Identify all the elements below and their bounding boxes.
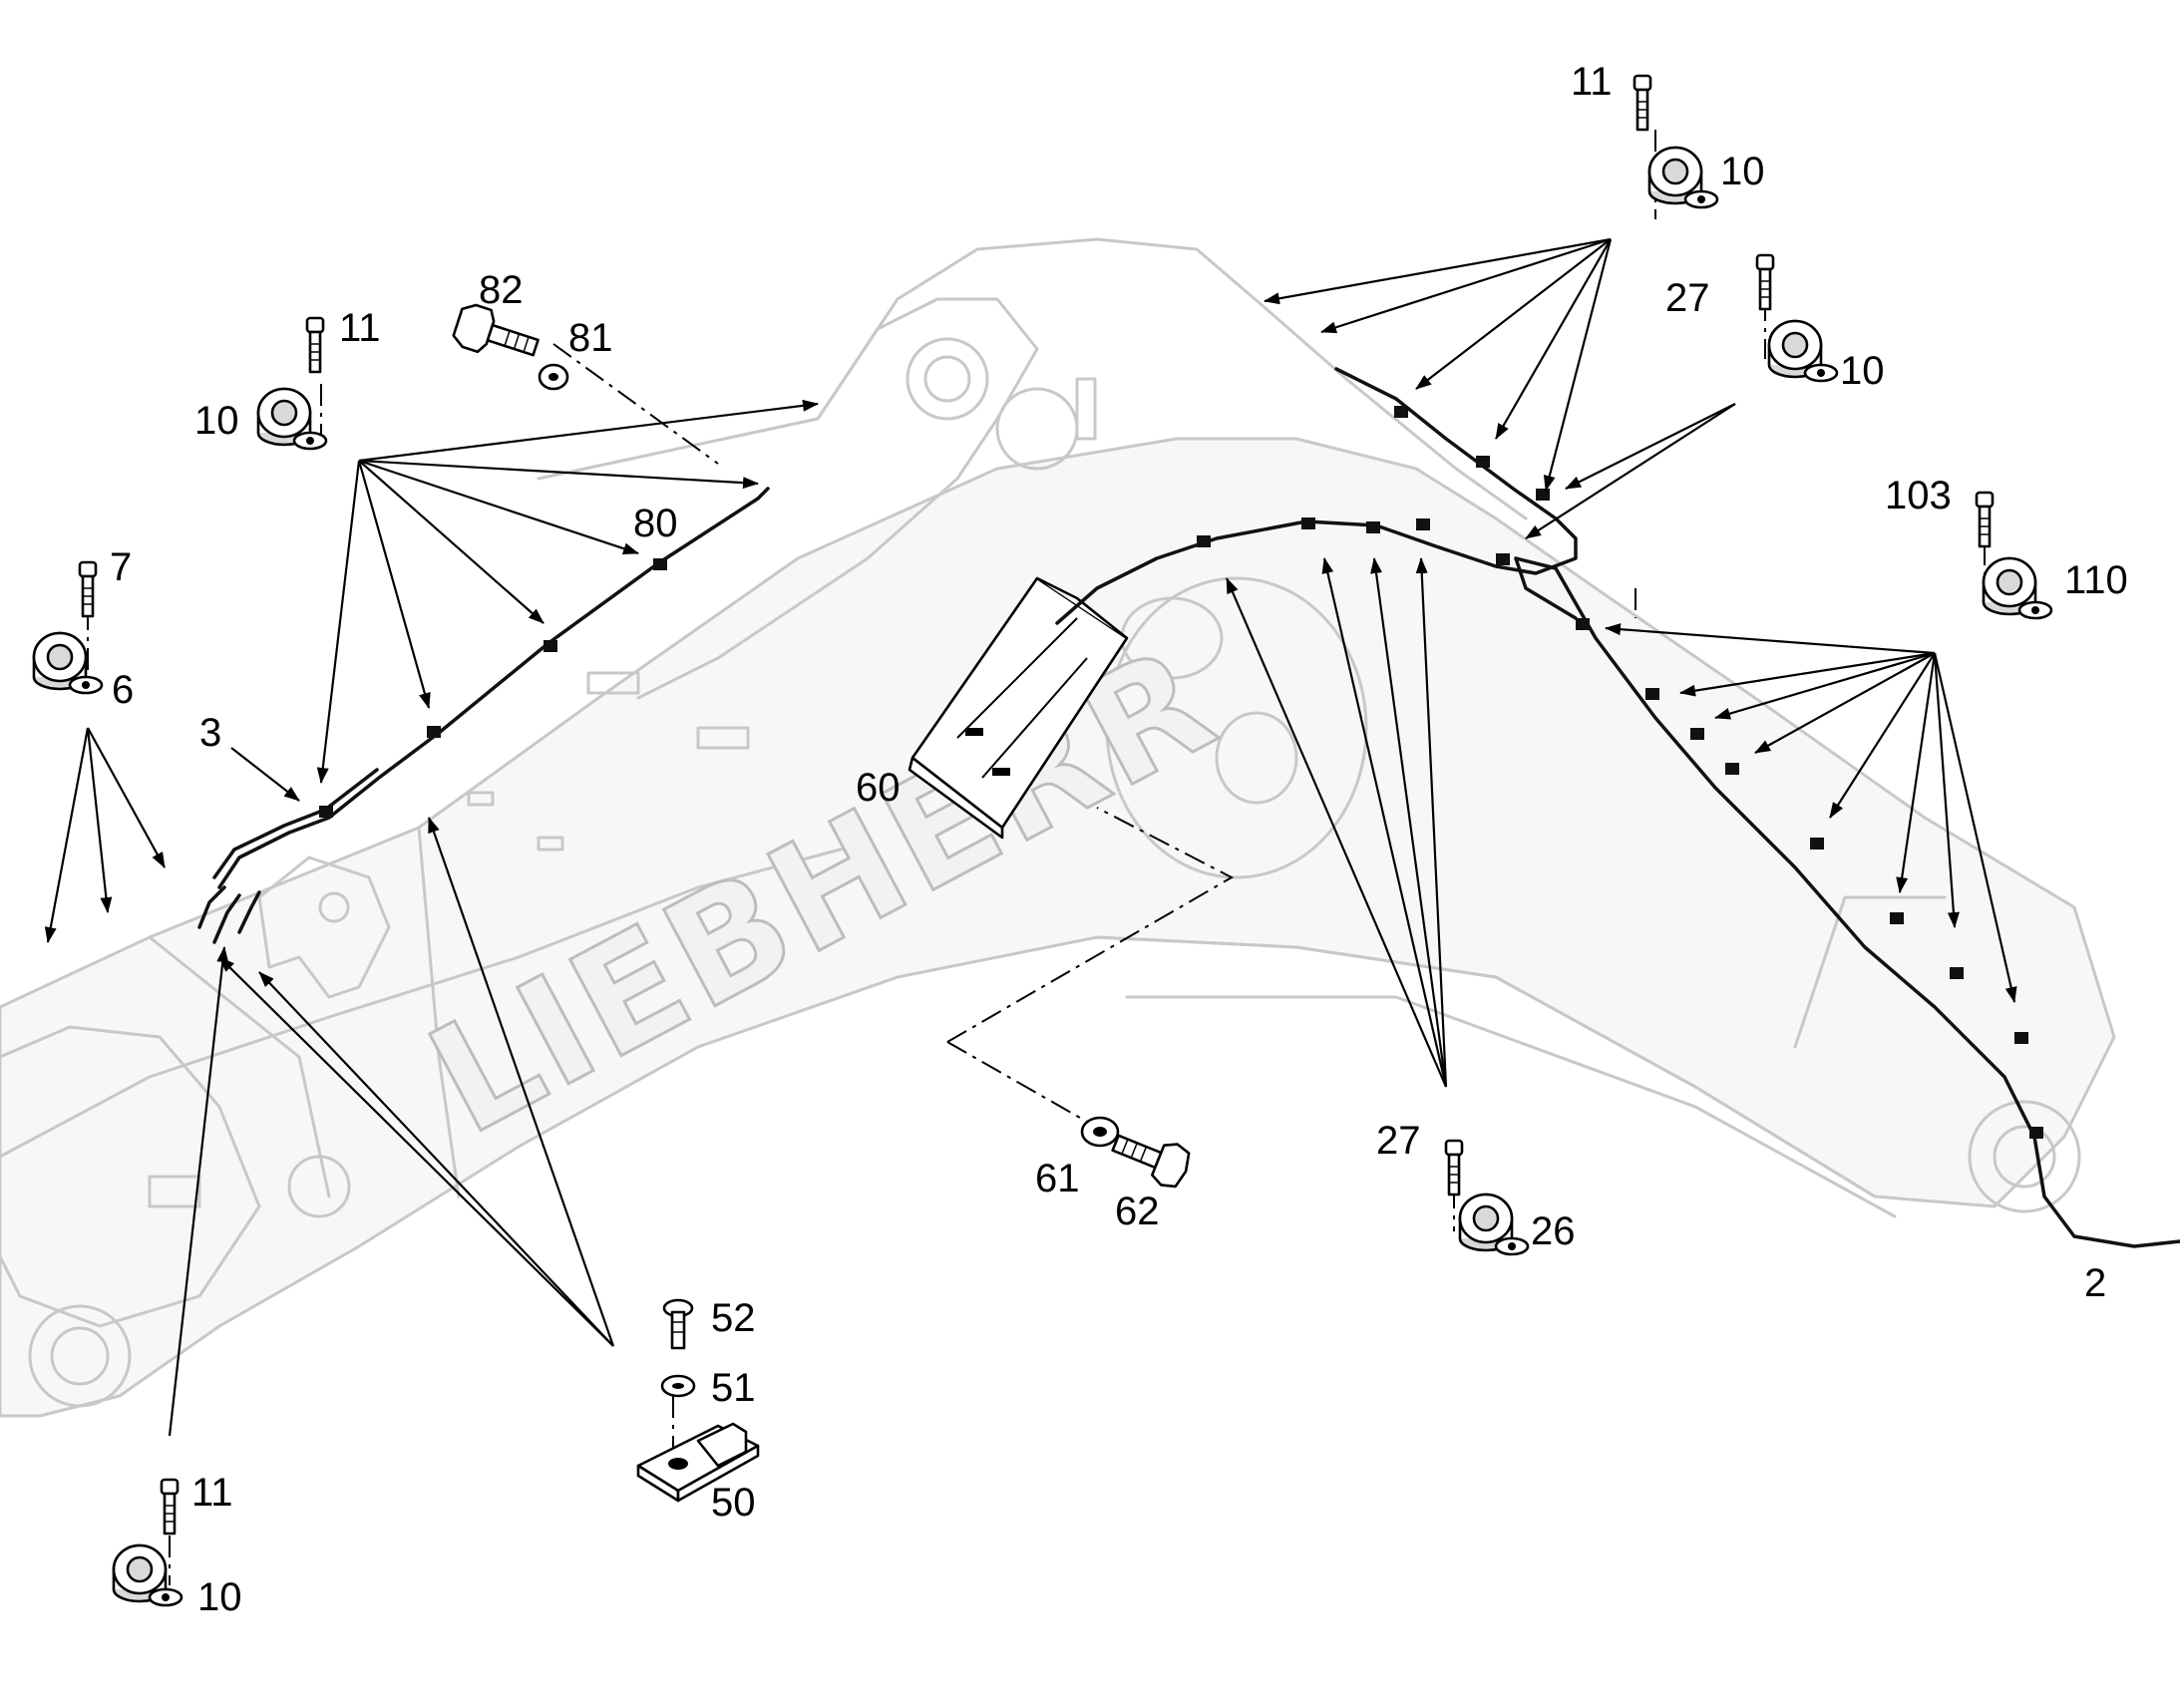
callout-81: 81 [568,316,613,360]
callout-103: 103 [1885,474,1952,517]
callout-10-d: 10 [197,1575,242,1619]
callout-3: 3 [199,711,221,755]
callout-27-a: 27 [1665,276,1710,320]
wiring-harness [197,367,2180,1248]
loose-parts [32,74,2053,1607]
harness-clips [319,406,2043,1139]
callout-10-b: 10 [1840,349,1885,393]
callout-11-b: 11 [339,306,381,350]
callout-50: 50 [711,1481,756,1525]
callout-10-a: 10 [1720,150,1765,193]
callout-82: 82 [479,268,524,312]
callout-51: 51 [711,1366,756,1410]
callout-6: 6 [112,668,134,712]
leader-arrows [44,130,2017,1585]
callout-80: 80 [633,502,678,545]
callout-52: 52 [711,1296,756,1340]
callout-110: 110 [2064,558,2128,602]
boom-structure [0,237,2116,1418]
callout-labels: 11 10 27 10 103 110 82 81 11 10 80 7 6 3… [110,60,2128,1619]
callout-11-a: 11 [1571,60,1613,104]
callout-2: 2 [2084,1261,2106,1305]
callout-26: 26 [1531,1209,1576,1253]
callout-11-c: 11 [191,1471,233,1515]
callout-27-b: 27 [1376,1119,1421,1163]
control-box [908,576,1129,840]
callout-10-c: 10 [194,399,239,443]
callout-62: 62 [1115,1190,1160,1233]
callout-60: 60 [856,766,901,810]
callout-61: 61 [1035,1157,1080,1200]
callout-7: 7 [110,545,132,589]
